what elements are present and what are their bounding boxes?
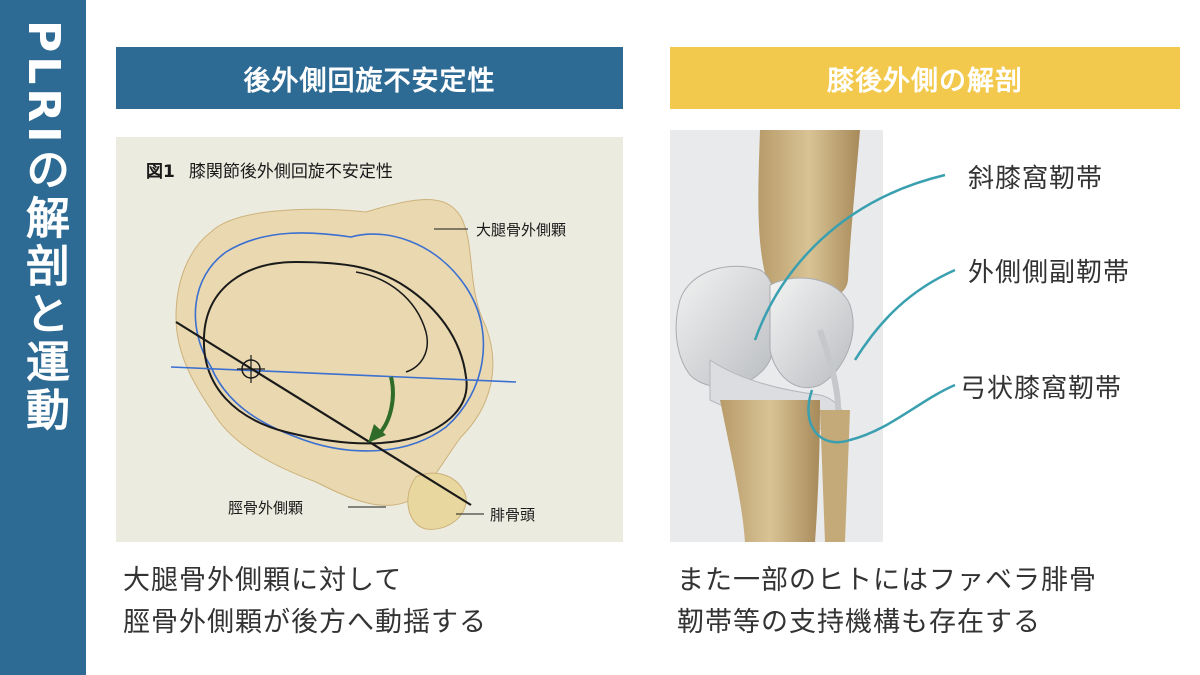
femur-silhouette [175, 199, 494, 506]
femur-blue-outline [194, 232, 485, 452]
right-caption-line-1: また一部のヒトにはファベラ腓骨 [677, 565, 1097, 596]
leader-line-lcl [853, 268, 956, 361]
figure-title: 膝関節後外側回旋不安定性 [188, 162, 393, 182]
label-fibula-head: 腓骨頭 [490, 506, 536, 524]
label-tibia-lateral-condyle: 脛骨外側顆 [228, 499, 304, 517]
plri-diagram [116, 137, 623, 542]
sidebar: PLRIの解剖と運動 [0, 0, 86, 675]
lateral-condyle [675, 265, 777, 388]
leader-line-oblique-popliteal [753, 173, 946, 341]
leader-lines [753, 173, 956, 444]
tibia-inner-curve [355, 271, 428, 373]
left-caption-line-1: 大腿骨外側顆に対して [123, 565, 403, 596]
right-section-header: 膝後外側の解剖 [670, 47, 1180, 109]
label-femur-lateral-condyle: 大腿骨外側顆 [476, 221, 567, 239]
diagonal-axis-line [175, 321, 472, 506]
figure-caption-title: 図1 膝関節後外側回旋不安定性 [146, 157, 393, 182]
horizontal-axis-line [170, 366, 517, 383]
knee-anatomy-image [670, 130, 883, 542]
knee-anatomy-illustration [670, 130, 883, 542]
label-lateral-collateral-ligament: 外側側副靭帯 [968, 258, 1131, 288]
tibia-black-outline [202, 260, 468, 445]
left-caption: 大腿骨外側顆に対して 脛骨外側顆が後方へ動揺する [123, 560, 487, 644]
plri-figure: 図1 膝関節後外側回旋不安定性 大腿骨外側顆 脛骨外側顆 腓骨頭 [116, 137, 623, 542]
fibula-head-shape [407, 472, 467, 530]
tibia-bone [720, 400, 820, 542]
femur-bone [758, 130, 860, 299]
label-oblique-popliteal-ligament: 斜膝窩靭帯 [968, 164, 1104, 194]
right-caption: また一部のヒトにはファベラ腓骨 靭帯等の支持機構も存在する [677, 560, 1097, 644]
left-caption-line-2: 脛骨外側顆が後方へ動揺する [123, 607, 487, 638]
left-section-header: 後外側回旋不安定性 [116, 47, 623, 109]
right-caption-line-2: 靭帯等の支持機構も存在する [677, 607, 1041, 638]
figure-number: 図1 [146, 162, 175, 182]
label-arcuate-popliteal-ligament: 弓状膝窩靭帯 [960, 374, 1123, 404]
leader-line-arcuate [807, 383, 956, 444]
sidebar-title: PLRIの解剖と運動 [18, 20, 69, 435]
